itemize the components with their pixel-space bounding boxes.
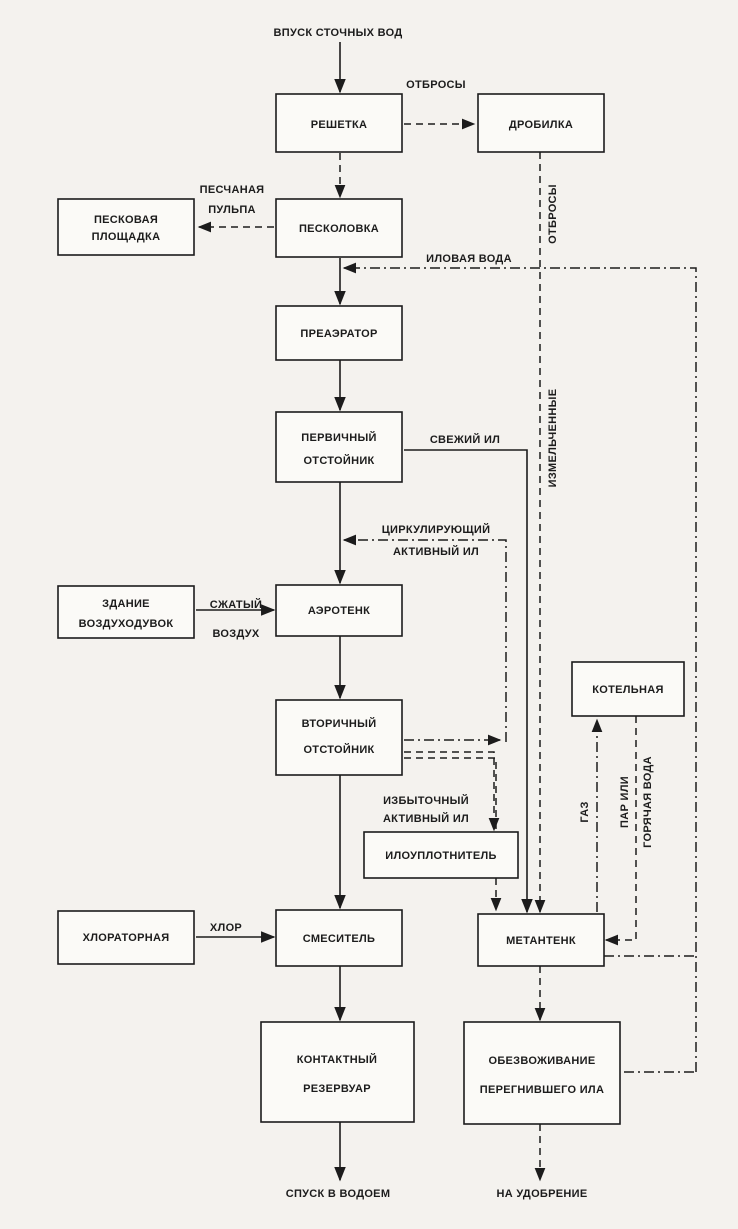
node-pervichny-label-1: ПЕРВИЧНЫЙ <box>301 431 376 444</box>
node-preaerator-label: ПРЕАЭРАТОР <box>300 328 377 340</box>
label-otbrosy-top: ОТБРОСЫ <box>406 79 466 91</box>
node-obezvozhivanie: ОБЕЗВОЖИВАНИЕ ПЕРЕГНИВШЕГО ИЛА <box>463 1021 621 1125</box>
node-khloratornaya-label: ХЛОРАТОРНАЯ <box>83 932 170 944</box>
node-peskovaya-ploshchadka: ПЕСКОВАЯ ПЛОЩАДКА <box>57 198 195 256</box>
label-szhaty: СЖАТЫЙ <box>210 598 262 611</box>
node-obezvozhivanie-label-2: ПЕРЕГНИВШЕГО ИЛА <box>480 1084 604 1096</box>
node-aerotenk-label: АЭРОТЕНК <box>308 605 370 617</box>
flow-circulating-sludge <box>342 534 507 742</box>
flow-sludge-water-return <box>342 262 697 1072</box>
node-iloouplotnitel: ИЛОУПЛОТНИТЕЛЬ <box>363 831 519 879</box>
label-izmelchennye: ИЗМЕЛЬЧЕННЫЕ <box>547 389 559 488</box>
node-aerotenk: АЭРОТЕНК <box>275 584 403 637</box>
node-kotelnaya-label: КОТЕЛЬНАЯ <box>592 684 663 696</box>
node-drobilka-label: ДРОБИЛКА <box>509 119 573 131</box>
node-drobilka: ДРОБИЛКА <box>477 93 605 153</box>
node-zdanie-label-2: ВОЗДУХОДУВОК <box>79 618 174 630</box>
label-khlor: ХЛОР <box>210 922 242 934</box>
node-peskovaya-label-1: ПЕСКОВАЯ <box>94 214 158 226</box>
node-preaerator: ПРЕАЭРАТОР <box>275 305 403 361</box>
node-kontaktny-label-2: РЕЗЕРВУАР <box>303 1083 371 1095</box>
flow-fresh-sludge <box>404 449 533 914</box>
label-par-ili: ПАР ИЛИ <box>619 776 631 828</box>
label-ilovaya-voda: ИЛОВАЯ ВОДА <box>426 253 512 265</box>
node-zdanie-label-1: ЗДАНИЕ <box>102 598 150 610</box>
label-peschanaya: ПЕСЧАНАЯ <box>200 184 265 196</box>
label-aktivny-il-circ: АКТИВНЫЙ ИЛ <box>393 545 479 558</box>
node-reshetka: РЕШЕТКА <box>275 93 403 153</box>
node-obezvozhivanie-label-1: ОБЕЗВОЖИВАНИЕ <box>488 1055 595 1067</box>
flow-excess-sludge <box>404 751 500 832</box>
node-peskovaya-label-2: ПЛОЩАДКА <box>92 231 161 243</box>
node-pervichny-otstoynik: ПЕРВИЧНЫЙ ОТСТОЙНИК <box>275 411 403 483</box>
connectors <box>196 42 697 1182</box>
node-metantenk: МЕТАНТЕНК <box>477 913 605 967</box>
node-zdanie-vozdukhoduvok: ЗДАНИЕ ВОЗДУХОДУВОК <box>57 585 195 639</box>
label-svezhiy-il: СВЕЖИЙ ИЛ <box>430 433 500 446</box>
flow-labels: ВПУСК СТОЧНЫХ ВОД ОТБРОСЫ ПЕСЧАНАЯ ПУЛЬП… <box>200 27 654 1200</box>
node-metantenk-label: МЕТАНТЕНК <box>506 935 576 947</box>
node-vtorichny-label-1: ВТОРИЧНЫЙ <box>302 717 377 730</box>
node-vtorichny-label-2: ОТСТОЙНИК <box>303 743 374 756</box>
node-kontaktny-label-1: КОНТАКТНЫЙ <box>297 1053 378 1066</box>
label-vozdukh: ВОЗДУХ <box>212 628 259 640</box>
node-peskolovka: ПЕСКОЛОВКА <box>275 198 403 258</box>
label-na-udobrenie: НА УДОБРЕНИЕ <box>497 1188 588 1200</box>
node-smesitel-label: СМЕСИТЕЛЬ <box>303 933 376 945</box>
node-pervichny-label-2: ОТСТОЙНИК <box>303 454 374 467</box>
node-peskolovka-label: ПЕСКОЛОВКА <box>299 223 379 235</box>
label-gaz: ГАЗ <box>579 801 591 822</box>
label-izbytochny: ИЗБЫТОЧНЫЙ <box>383 794 469 807</box>
node-kontaktny-rezervuar: КОНТАКТНЫЙ РЕЗЕРВУАР <box>260 1021 415 1123</box>
label-aktivny-il-excess: АКТИВНЫЙ ИЛ <box>383 812 469 825</box>
label-goryachaya-voda: ГОРЯЧАЯ ВОДА <box>642 756 654 848</box>
node-smesitel: СМЕСИТЕЛЬ <box>275 909 403 967</box>
label-tsirkuliruyushchiy: ЦИРКУЛИРУЮЩИЙ <box>382 523 491 536</box>
label-spusk: СПУСК В ВОДОЕМ <box>286 1188 391 1200</box>
flow-steam-hot-water <box>604 716 637 946</box>
node-kotelnaya: КОТЕЛЬНАЯ <box>571 661 685 717</box>
node-iloouplotnitel-label: ИЛОУПЛОТНИТЕЛЬ <box>385 850 496 862</box>
node-khloratornaya: ХЛОРАТОРНАЯ <box>57 910 195 965</box>
node-reshetka-label: РЕШЕТКА <box>311 119 368 131</box>
label-vpusk: ВПУСК СТОЧНЫХ ВОД <box>274 27 403 39</box>
node-vtorichny-otstoynik: ВТОРИЧНЫЙ ОТСТОЙНИК <box>275 699 403 776</box>
label-pulpa: ПУЛЬПА <box>208 204 256 216</box>
label-otbrosy-vertical: ОТБРОСЫ <box>547 184 559 244</box>
